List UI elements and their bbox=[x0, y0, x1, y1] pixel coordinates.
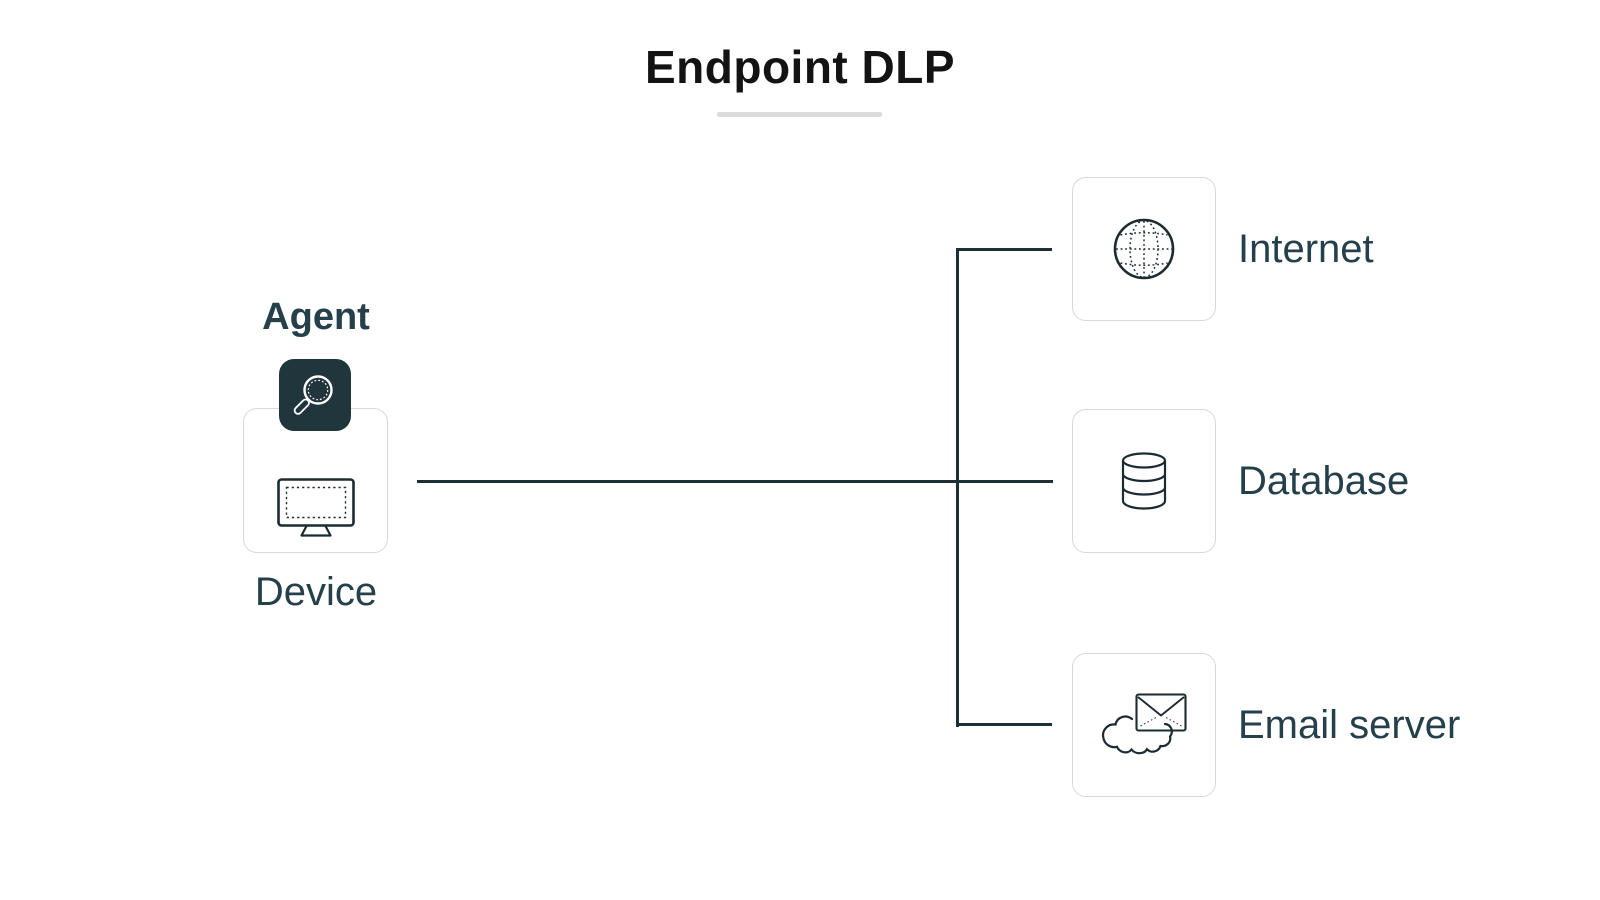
internet-card bbox=[1072, 177, 1216, 321]
magnifier-icon bbox=[293, 375, 333, 415]
connector-to-email bbox=[959, 723, 1052, 726]
node-database: Database bbox=[1072, 409, 1592, 553]
agent-label: Agent bbox=[262, 296, 370, 338]
internet-label: Internet bbox=[1238, 226, 1374, 271]
email-card bbox=[1072, 653, 1216, 797]
email-server-label: Email server bbox=[1238, 702, 1461, 747]
database-card bbox=[1072, 409, 1216, 553]
globe-icon bbox=[1113, 218, 1175, 280]
connector-vertical-bus bbox=[956, 248, 959, 727]
monitor-icon bbox=[276, 478, 355, 537]
page-title: Endpoint DLP bbox=[644, 41, 956, 93]
node-email-server: Email server bbox=[1072, 653, 1592, 797]
device-label: Device bbox=[254, 570, 378, 614]
connector-device-to-hub bbox=[417, 480, 1053, 483]
database-label: Database bbox=[1238, 458, 1410, 503]
connector-to-internet bbox=[959, 248, 1052, 251]
title-underline bbox=[717, 112, 882, 117]
database-icon bbox=[1121, 452, 1167, 510]
device-card bbox=[243, 408, 388, 553]
node-internet: Internet bbox=[1072, 177, 1592, 321]
agent-badge bbox=[279, 359, 351, 431]
cloud-email-icon bbox=[1101, 693, 1187, 755]
